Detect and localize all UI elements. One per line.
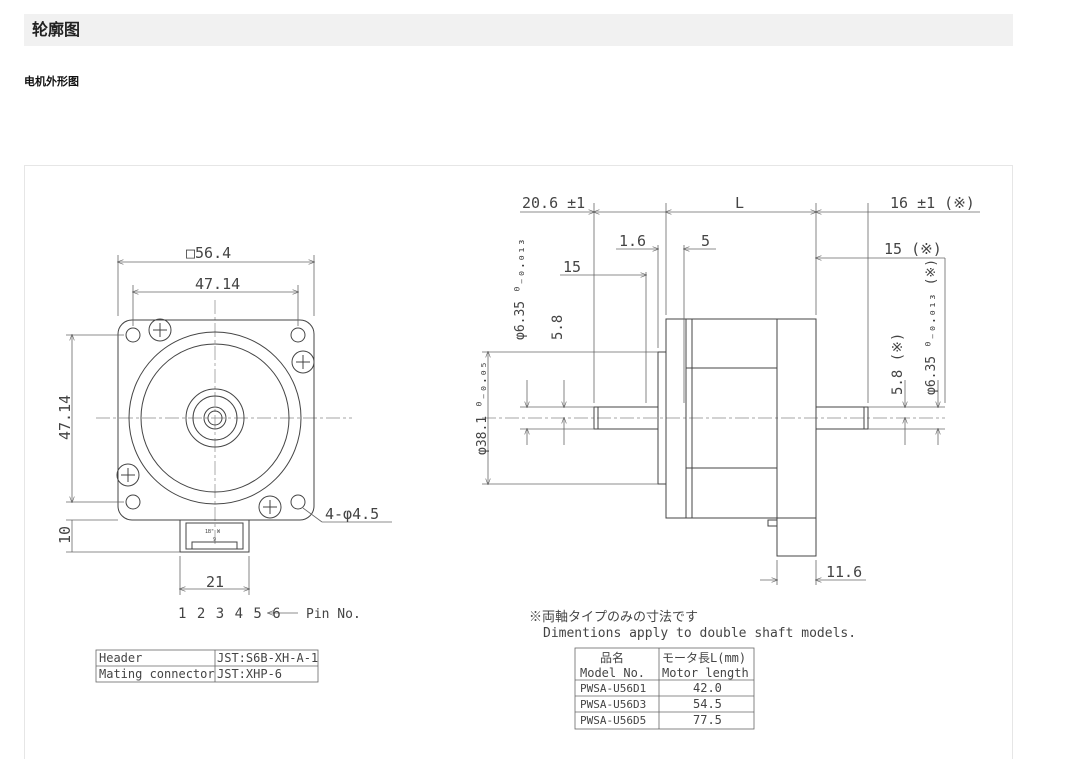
model-table — [574, 647, 755, 730]
side-view — [482, 318, 945, 557]
connector-side — [776, 517, 817, 557]
dim-connector-depth: 11.6 — [826, 563, 862, 581]
connector-row-name: Header — [99, 651, 142, 665]
side-dimensions — [482, 203, 980, 585]
dim-hole-pitch-v: 47.14 — [56, 395, 74, 440]
model-number: PWSA-U56D1 — [580, 682, 646, 695]
model-table-header-en: Model No. — [580, 666, 645, 680]
connector-mark: 1B" W — [205, 529, 221, 535]
model-table-header-jp: 品名 — [600, 650, 624, 665]
model-number: PWSA-U56D3 — [580, 698, 646, 711]
dim-front-shaft: 20.6 ±1 — [522, 194, 585, 212]
screw-icon — [258, 495, 282, 519]
motor-length: 42.0 — [693, 681, 722, 695]
dim-pilot-dia: φ38.1 ⁰₋₀.₀₅ — [475, 361, 490, 455]
dim-rear-shaft-dia: φ6.35 ⁰₋₀.₀₁₃ (※) — [924, 259, 939, 395]
front-view — [96, 300, 352, 553]
dim-mount-holes: 4-φ4.5 — [325, 505, 379, 523]
dim-shaft-flat: 5.8 — [550, 315, 566, 340]
mount-hole — [125, 327, 141, 343]
dim-rear-shaft: 16 ±1 (※) — [890, 194, 975, 212]
svg-text:9: 9 — [213, 537, 216, 543]
dim-boss-5: 5 — [701, 232, 710, 250]
rear-shaft — [815, 406, 869, 430]
dim-front-flat: 15 — [563, 258, 581, 276]
motor-length: 54.5 — [693, 697, 722, 711]
mount-hole — [125, 494, 141, 510]
connector-housing — [179, 519, 250, 553]
motor-length: 77.5 — [693, 713, 722, 727]
connector-row-value: JST:XHP-6 — [217, 667, 282, 681]
note-english: Dimentions apply to double shaft models. — [543, 626, 856, 641]
mount-hole — [290, 494, 306, 510]
connector-row-value: JST:S6B-XH-A-1 — [217, 651, 318, 665]
connector-row-name: Mating connector — [99, 667, 215, 681]
note-japanese: ※両軸タイプのみの寸法です — [529, 610, 698, 625]
dim-motor-length: L — [735, 194, 744, 212]
connector-spec-table — [95, 649, 319, 683]
model-number: PWSA-U56D5 — [580, 714, 646, 727]
pin-numbers: 1 2 3 4 5 6 — [178, 606, 282, 622]
model-table-header-jp: モータ長L(mm) — [662, 651, 746, 665]
pilot-boss — [185, 388, 245, 448]
dim-square: □56.4 — [186, 244, 231, 262]
dim-connector-offset: 10 — [56, 526, 74, 544]
screw-icon — [148, 318, 172, 342]
flange-circle-outer — [128, 331, 302, 505]
dim-shaft-dia: φ6.35 ⁰₋₀.₀₁₃ — [513, 238, 528, 340]
model-table-header-en: Motor length — [662, 666, 749, 680]
mount-hole — [290, 327, 306, 343]
front-dimensions — [66, 255, 392, 613]
motor-body — [665, 318, 817, 519]
section-header: 轮廓图 — [24, 14, 1013, 46]
pin-label: Pin No. — [306, 607, 361, 622]
dim-connector-width: 21 — [206, 573, 224, 591]
section-title: 轮廓图 — [32, 20, 81, 39]
screw-icon — [116, 463, 140, 487]
motor-flange — [117, 319, 315, 521]
dim-boss: 1.6 — [619, 232, 646, 250]
shaft-section — [203, 406, 227, 430]
drawing-subtitle: 电机外形图 — [24, 75, 79, 88]
screw-icon — [291, 350, 315, 374]
dim-rear-flat: 15 (※) — [884, 240, 942, 258]
dim-hole-pitch-h: 47.14 — [195, 275, 240, 293]
dim-rear-shaft-flat: 5.8 (※) — [890, 333, 906, 395]
